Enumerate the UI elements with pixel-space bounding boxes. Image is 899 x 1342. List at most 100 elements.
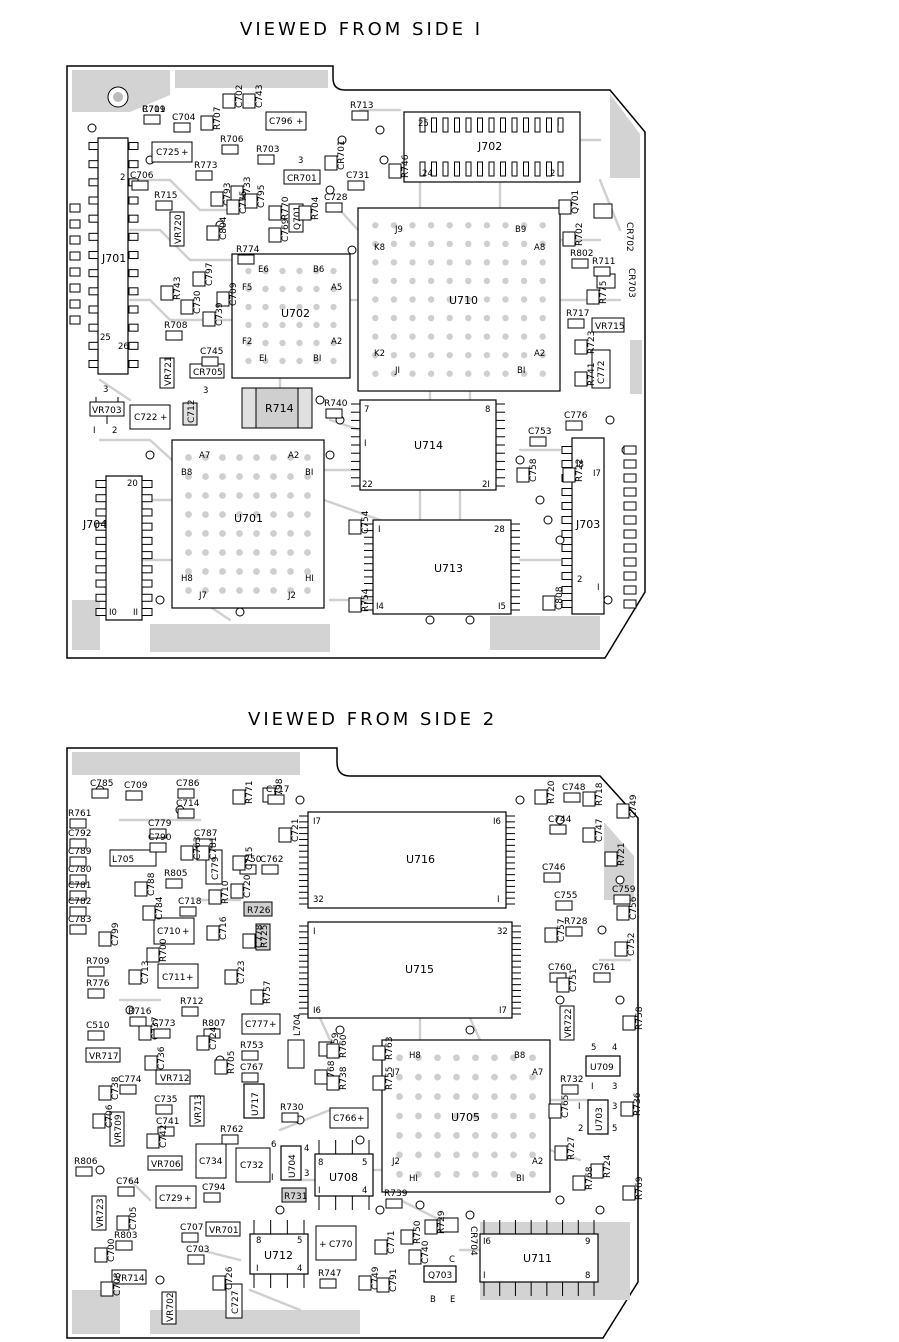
passive-pad <box>586 289 600 305</box>
passive-pad <box>206 225 220 241</box>
passive-pad <box>224 969 238 985</box>
svg-text:5: 5 <box>591 1043 596 1053</box>
passive-label: R716 <box>128 1007 152 1017</box>
ic-u716: U716 I7 I6 32 I <box>299 811 515 909</box>
passive-label: R805 <box>164 869 187 879</box>
bga-ball <box>296 321 303 329</box>
passive-label: R739 <box>384 1189 408 1199</box>
connector-pin <box>141 494 153 503</box>
passive-label: C779 <box>148 819 172 829</box>
passive-pad <box>177 788 195 799</box>
u715-label: U715 <box>405 963 434 976</box>
bga-ball <box>415 1054 422 1062</box>
bga-ball <box>202 511 209 518</box>
passive-pad <box>69 906 87 917</box>
connector-j701: J701 2 25 26 <box>88 137 139 375</box>
passive-label: C778 <box>255 924 265 948</box>
passive-label: C728 <box>324 193 348 203</box>
transistor-q703: Q703 C B E <box>423 1255 457 1305</box>
bga-ball <box>372 240 379 248</box>
connector-pin <box>465 161 472 177</box>
connector-pin <box>561 586 573 594</box>
passive-label: C709 <box>229 282 239 306</box>
connector-pin <box>561 460 573 468</box>
svg-text:I7: I7 <box>499 1006 507 1016</box>
passive-label: R753 <box>240 1041 263 1051</box>
svg-text:I: I <box>256 1264 259 1274</box>
bga-ball <box>446 314 453 322</box>
svg-text:+: + <box>181 148 189 158</box>
connector-pin <box>88 269 99 278</box>
passive-label: C510 <box>86 1021 110 1031</box>
connector-pin <box>623 487 637 497</box>
bga-ball <box>185 549 192 556</box>
passive-pad <box>572 1175 586 1191</box>
passive-pad <box>372 1075 386 1091</box>
passive-pad <box>222 93 236 109</box>
bga-ball <box>529 1151 536 1159</box>
connector-pin <box>419 117 426 133</box>
svg-text:F2: F2 <box>242 337 252 347</box>
passive-pad <box>549 824 567 835</box>
passive-label: C774 <box>118 1075 142 1085</box>
passive-pad <box>160 285 174 301</box>
bga-ball <box>415 1112 422 1120</box>
connector-pin <box>623 445 637 455</box>
ic-u702: U702 E6 B6 F5 A5 F2 A2 EI BI <box>231 253 351 379</box>
bga-ball <box>270 454 277 461</box>
svg-text:I8: I8 <box>576 460 584 470</box>
passive-label: R704 <box>311 196 321 220</box>
bga-ball <box>185 492 192 499</box>
connector-pin <box>128 251 139 259</box>
via <box>155 595 165 605</box>
passive-pad <box>230 883 244 899</box>
ic-u704: U704 6 4 3 I <box>271 1140 309 1183</box>
passive-label: C713 <box>141 961 151 984</box>
bga-ball <box>502 333 509 340</box>
bga-ball <box>415 1170 422 1178</box>
bga-ball <box>262 339 269 347</box>
svg-text:CR704: CR704 <box>468 1226 478 1256</box>
u717-label: U717 <box>251 1092 261 1116</box>
passive-pad <box>91 788 109 799</box>
passive-label: R807 <box>202 1019 225 1029</box>
svg-text:I: I <box>578 1102 581 1112</box>
capacitor-c777: C777 + <box>241 1013 281 1035</box>
svg-text:J7: J7 <box>391 1068 400 1078</box>
passive-label: C757 <box>557 919 567 942</box>
bga-ball <box>296 285 303 293</box>
passive-label: C808 <box>555 586 565 610</box>
passive-pad <box>325 408 343 419</box>
bga-ball <box>270 568 277 575</box>
bga-ball <box>372 370 379 377</box>
passive-pad <box>582 791 596 807</box>
svg-text:+: + <box>319 1240 327 1250</box>
passive-label: R758 <box>635 1006 645 1030</box>
passive-label: C716 <box>219 916 229 940</box>
j704-label: J704 <box>82 518 107 531</box>
passive-label: R732 <box>560 1075 583 1085</box>
bga-ball <box>253 587 260 594</box>
bga-ball <box>427 351 435 359</box>
edge-pad <box>69 283 81 293</box>
svg-text:I: I <box>271 1173 274 1183</box>
svg-text:4: 4 <box>297 1264 302 1274</box>
svg-text:C732: C732 <box>240 1161 263 1171</box>
bga-ball <box>202 492 209 499</box>
passive-label: C721 <box>291 819 301 842</box>
via <box>555 995 565 1005</box>
u710-label: U710 <box>449 294 478 307</box>
bga-ball <box>390 314 398 322</box>
connector-pin <box>88 251 99 259</box>
bga-ball <box>219 473 226 480</box>
connector-pin <box>623 599 637 609</box>
passive-label: C743 <box>255 85 265 108</box>
passive-label: R712 <box>180 997 203 1007</box>
bga-ball <box>396 1093 403 1100</box>
passive-label: C751 <box>569 969 579 992</box>
bga-ball <box>279 357 286 365</box>
svg-text:I: I <box>364 439 367 449</box>
svg-text:5: 5 <box>362 1158 367 1168</box>
bga-ball <box>434 1054 441 1062</box>
bga-ball <box>472 1112 479 1120</box>
